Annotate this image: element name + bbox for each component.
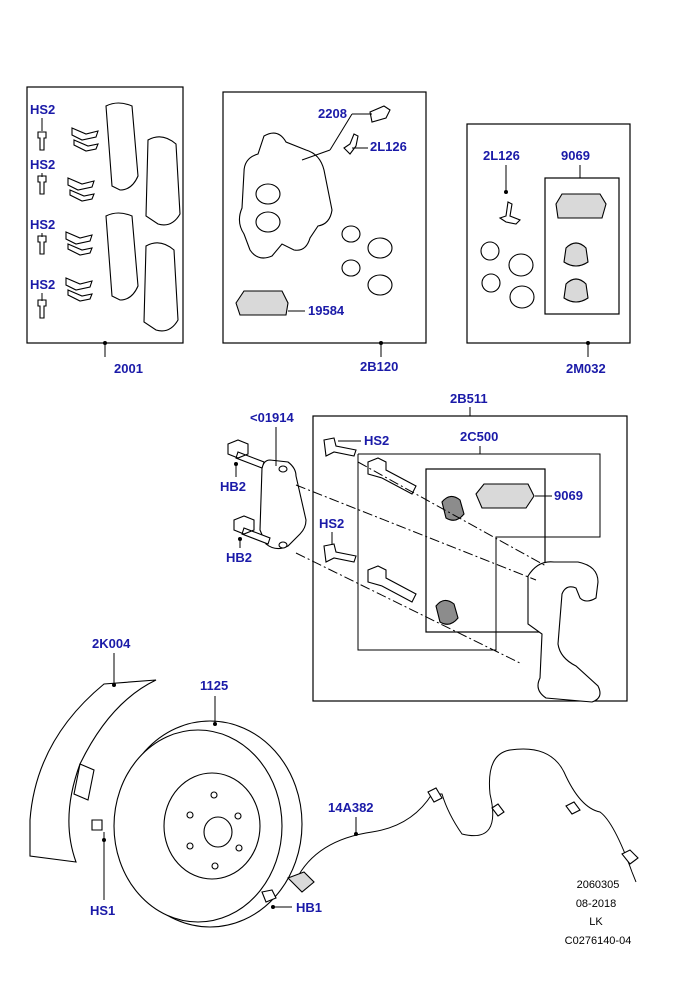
callout-hb1[interactable]: HB1 <box>296 900 322 915</box>
seal-kit-frame <box>466 123 631 344</box>
grease-sachet <box>235 290 289 316</box>
caliper-carrier <box>527 561 601 703</box>
callout-hs2[interactable]: HS2 <box>30 157 55 172</box>
caliper-piston <box>255 183 281 205</box>
bolt-clip-row <box>37 277 93 319</box>
brake-pad <box>105 102 139 191</box>
disc-center <box>203 816 233 848</box>
caliper-body <box>238 132 333 259</box>
seal-ring <box>509 285 535 309</box>
callout-2001[interactable]: 2001 <box>114 361 143 376</box>
bolt <box>261 889 277 903</box>
sensor-clip <box>565 801 581 815</box>
grease-sachet <box>475 483 535 509</box>
carrier-assembly: 2B511 2C500 <01914 HB2 HB2 HS2 HS2 <box>220 391 628 703</box>
guide-pin <box>367 457 417 495</box>
caliper-frame <box>222 91 427 344</box>
callout-hs2[interactable]: HS2 <box>30 217 55 232</box>
seal-ring <box>480 241 500 261</box>
brake-pad <box>105 212 139 301</box>
callout-hs2[interactable]: HS2 <box>30 277 55 292</box>
bolt-clip-row <box>37 127 99 152</box>
bolt <box>323 437 357 457</box>
seal-ring <box>367 274 393 296</box>
callout-14a382[interactable]: 14A382 <box>328 800 374 815</box>
sensor-connector <box>427 787 443 803</box>
bleed-screw <box>369 105 391 123</box>
callout-hs2[interactable]: HS2 <box>319 516 344 531</box>
callout-2208[interactable]: 2208 <box>318 106 347 121</box>
seal-ring <box>508 253 534 277</box>
anti-rattle-plate <box>259 459 307 550</box>
callout-2c500[interactable]: 2C500 <box>460 429 498 444</box>
callout-1125[interactable]: 1125 <box>200 678 228 693</box>
caliper-panel: 2208 2L126 19584 2B120 <box>222 91 427 374</box>
reference-id: C0276140-04 <box>565 935 632 947</box>
bolt <box>323 543 357 563</box>
guide-boot <box>435 599 459 625</box>
callout-hb2[interactable]: HB2 <box>226 550 252 565</box>
callout-19584[interactable]: 19584 <box>308 303 345 318</box>
callout-2l126[interactable]: 2L126 <box>370 139 407 154</box>
caliper-piston <box>255 211 281 233</box>
callout-hb2[interactable]: HB2 <box>220 479 246 494</box>
guide-boot <box>441 495 465 521</box>
sensor-cable <box>295 748 637 883</box>
callout-2k004[interactable]: 2K004 <box>92 636 131 651</box>
pads-kit-panel: HS2 HS2 HS2 HS2 2001 <box>26 86 184 376</box>
sensor-plug <box>621 849 639 865</box>
sensor-clip <box>491 803 505 817</box>
callout-hs1[interactable]: HS1 <box>90 903 115 918</box>
guide-boot <box>563 242 589 267</box>
bracket <box>498 201 521 225</box>
wear-sensor: 14A382 HB1 <box>261 748 639 915</box>
callout-9069[interactable]: 9069 <box>561 148 590 163</box>
seal-ring <box>481 273 501 293</box>
seal-ring <box>341 259 361 277</box>
reference-date: 08-2018 <box>576 898 616 910</box>
callout-2b511[interactable]: 2B511 <box>450 391 488 406</box>
seal-kit-panel: 2L126 9069 2M032 <box>466 123 631 376</box>
callout-2l126[interactable]: 2L126 <box>483 148 520 163</box>
callout-9069[interactable]: 9069 <box>554 488 583 503</box>
seal-ring <box>341 225 361 243</box>
reference-code: LK <box>589 916 603 928</box>
bracket <box>343 133 359 155</box>
callout-hs2[interactable]: HS2 <box>364 433 389 448</box>
boot-kit-frame <box>544 177 620 315</box>
carrier-assembly-frame <box>312 415 628 702</box>
guide-boot <box>563 278 589 303</box>
sensor-head <box>287 871 315 893</box>
reference-number: 2060305 <box>577 879 620 891</box>
brake-pad <box>143 242 179 332</box>
brake-pad <box>145 136 181 226</box>
boot-kit-frame <box>425 468 546 633</box>
callout-plate[interactable]: <01914 <box>250 410 295 425</box>
reference-block: 2060305 08-2018 LK C0276140-04 <box>565 879 632 947</box>
carrier-frame <box>357 453 601 651</box>
callout-2m032[interactable]: 2M032 <box>566 361 606 376</box>
hex-bolt <box>233 515 271 545</box>
bolt-clip-row <box>37 175 95 202</box>
seal-ring <box>367 237 393 259</box>
hex-bolt <box>227 439 265 469</box>
grease-sachet <box>555 193 607 219</box>
bolt-clip-row <box>37 231 93 256</box>
shield-plate <box>29 679 157 863</box>
brake-disc: 1125 <box>113 678 303 928</box>
guide-pin <box>367 565 417 603</box>
callout-hs2[interactable]: HS2 <box>30 102 55 117</box>
splash-shield: 2K004 HS1 <box>29 636 157 918</box>
callout-2b120[interactable]: 2B120 <box>360 359 398 374</box>
